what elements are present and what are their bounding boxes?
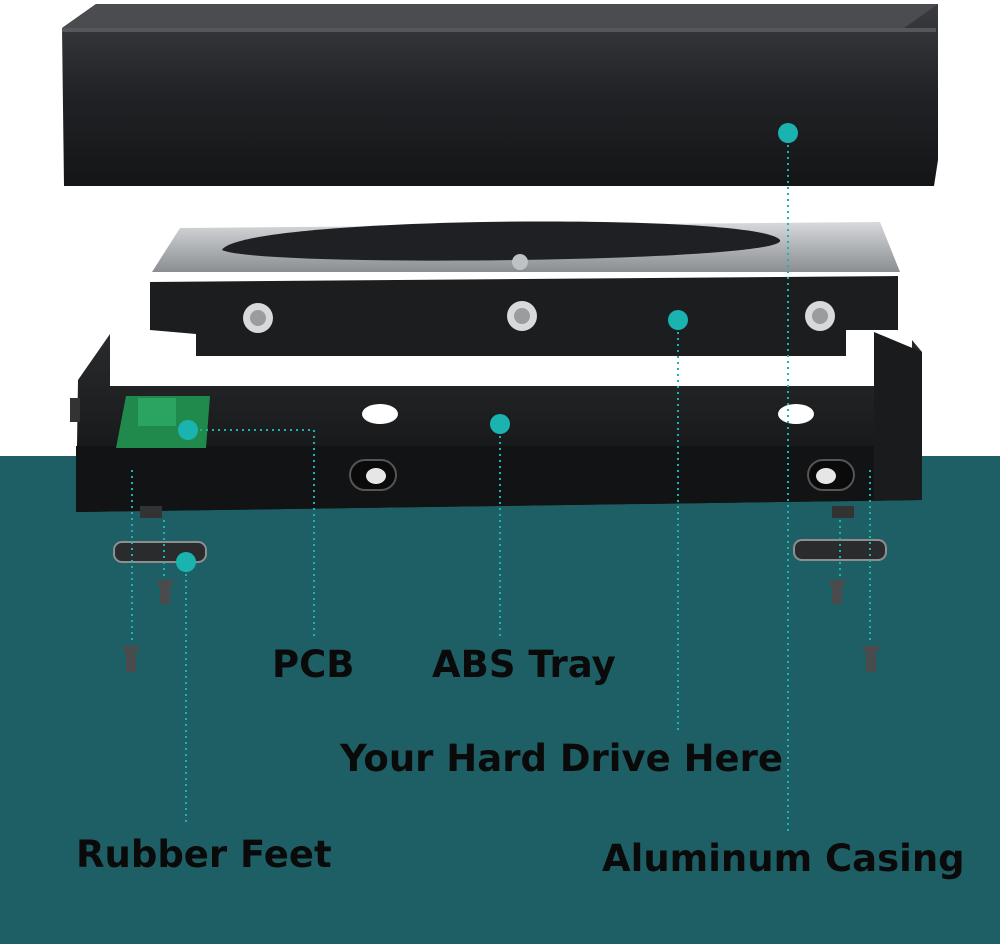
marker-hard-drive [668,310,688,330]
marker-feet [176,552,196,572]
marker-casing [778,123,798,143]
hard-drive-label: Your Hard Drive Here [340,737,783,780]
abs-tray-label: ABS Tray [432,643,616,686]
marker-pcb [178,420,198,440]
aluminum-casing [62,4,938,186]
teal-background [0,456,1000,944]
marker-tray [490,414,510,434]
callout-markers [176,123,798,572]
rubber-feet-label: Rubber Feet [76,833,332,876]
leader-lines [131,133,871,832]
hard-drive [150,221,900,356]
aluminum-casing-label: Aluminum Casing [602,837,965,880]
pcb-board [116,396,210,448]
pcb-label: PCB [272,643,355,686]
